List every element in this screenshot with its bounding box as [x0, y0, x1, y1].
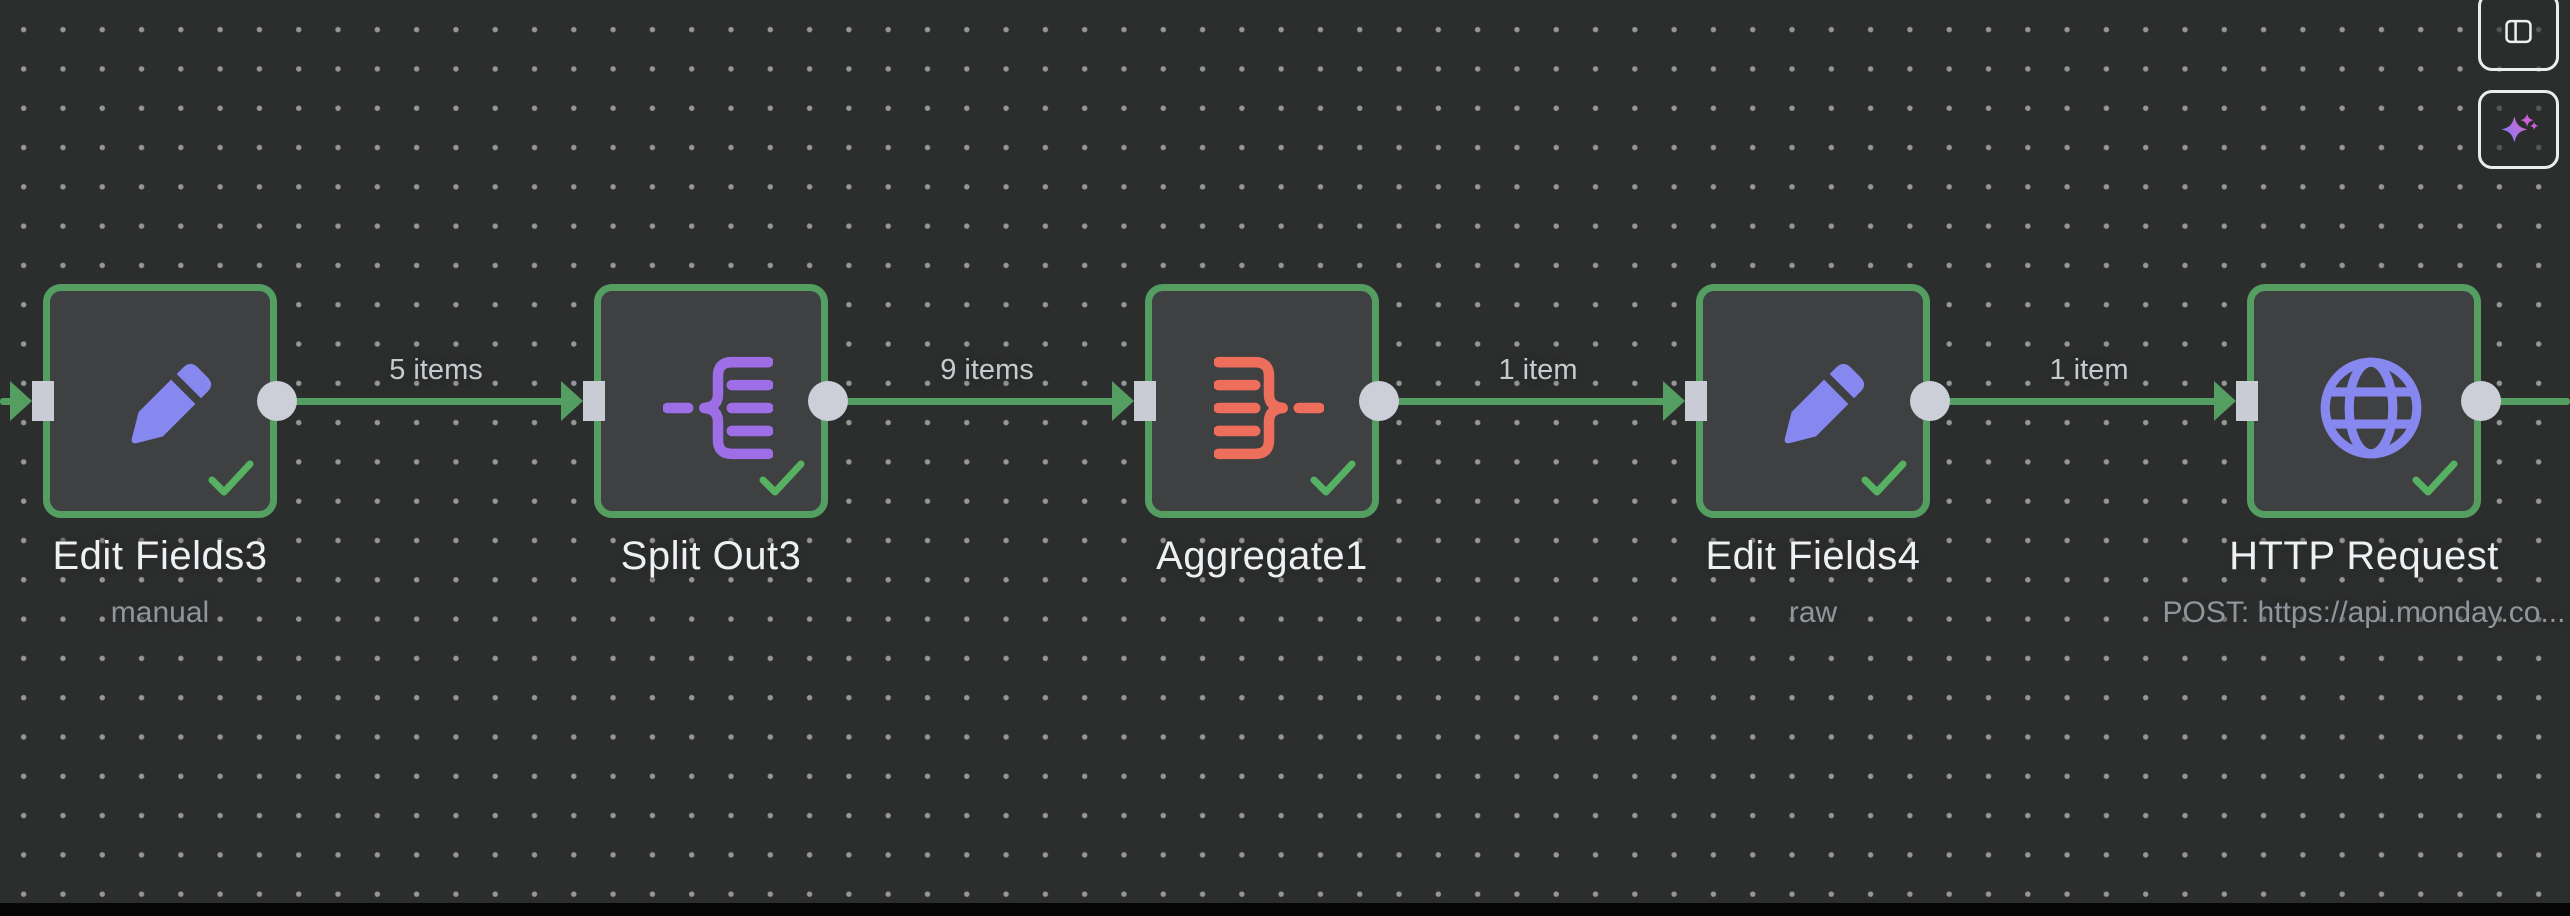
connection-2[interactable] [828, 398, 1115, 405]
node-aggregate1[interactable] [1145, 284, 1379, 518]
node-edit-fields3[interactable] [43, 284, 277, 518]
connection-3[interactable] [1379, 398, 1666, 405]
connection-4[interactable] [1930, 398, 2217, 405]
output-connector[interactable] [1359, 381, 1399, 421]
toggle-panel-button[interactable] [2478, 0, 2559, 71]
node-title: HTTP Request [2229, 534, 2499, 578]
node-http-request[interactable] [2247, 284, 2481, 518]
node-edit-fields4[interactable] [1696, 284, 1930, 518]
node-split-out3[interactable] [594, 284, 828, 518]
node-title: Aggregate1 [1156, 534, 1368, 578]
connection-arrow-icon [2214, 381, 2236, 421]
node-title: Edit Fields4 [1705, 534, 1921, 578]
node-subtitle: manual [110, 596, 210, 629]
node-subtitle: POST: https://api.monday.co... [2162, 596, 2566, 629]
sparkles-icon [2500, 112, 2538, 143]
output-connector[interactable] [2461, 381, 2501, 421]
window-edge-bar [0, 903, 2570, 916]
input-connector[interactable] [2236, 381, 2258, 421]
globe-icon [2320, 357, 2422, 459]
connection-1[interactable] [277, 398, 564, 405]
success-check-icon [208, 460, 254, 496]
connection-arrow-icon [561, 381, 583, 421]
node-subtitle: raw [1788, 596, 1838, 629]
node-title: Edit Fields3 [52, 534, 268, 578]
aggregate-icon [1214, 356, 1324, 460]
node-title: Split Out3 [620, 534, 802, 578]
panel-icon [2505, 19, 2532, 44]
connection-items-label: 9 items [940, 354, 1034, 386]
output-connector[interactable] [808, 381, 848, 421]
input-connector[interactable] [32, 381, 54, 421]
connection-outgoing[interactable] [2481, 398, 2570, 405]
output-connector[interactable] [1910, 381, 1950, 421]
connection-arrow-icon [1112, 381, 1134, 421]
connection-items-label: 1 item [1498, 354, 1578, 386]
pencil-icon [1784, 363, 1865, 444]
pencil-icon [131, 363, 212, 444]
ai-assistant-button[interactable] [2478, 90, 2559, 169]
input-connector[interactable] [1134, 381, 1156, 421]
connection-items-label: 1 item [2049, 354, 2129, 386]
output-connector[interactable] [257, 381, 297, 421]
success-check-icon [2412, 460, 2458, 496]
connection-arrow-icon [10, 381, 32, 421]
connection-items-label: 5 items [389, 354, 483, 386]
connection-arrow-icon [1663, 381, 1685, 421]
split-out-icon [663, 356, 773, 460]
success-check-icon [1861, 460, 1907, 496]
input-connector[interactable] [1685, 381, 1707, 421]
success-check-icon [759, 460, 805, 496]
connection-incoming[interactable] [0, 398, 13, 405]
input-connector[interactable] [583, 381, 605, 421]
success-check-icon [1310, 460, 1356, 496]
